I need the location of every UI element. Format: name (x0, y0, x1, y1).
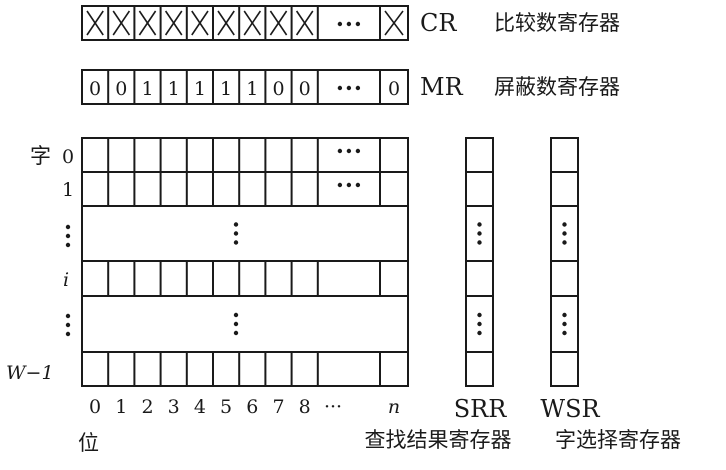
array-row-ellipsis (337, 148, 361, 154)
mr-bit: 0 (89, 78, 101, 100)
bit-index-label: 0 (89, 396, 101, 418)
mr-bit: 1 (246, 78, 258, 100)
cr-cell-cross (112, 10, 131, 36)
cr-cell-cross (164, 10, 183, 36)
mr-bit: 1 (220, 78, 232, 100)
wsr-description: 字选择寄存器 (555, 428, 681, 452)
srr-label: SRR (454, 395, 508, 423)
mr-bit: 1 (194, 78, 206, 100)
mr-bit: 0 (272, 78, 284, 100)
bit-index-label: 5 (220, 396, 232, 418)
mr-bit-last: 0 (388, 78, 400, 100)
bit-index-last: n (388, 396, 400, 418)
cr-ellipsis (337, 21, 361, 27)
bit-index-label: 8 (299, 396, 311, 418)
bit-index-label: 4 (194, 396, 206, 418)
cr-cell-cross (295, 10, 314, 36)
cr-cells (86, 6, 404, 40)
mr-label: MR (420, 73, 464, 101)
srr-description: 查找结果寄存器 (365, 428, 512, 452)
word-label-last: W−1 (6, 362, 54, 384)
bit-axis-label: 位 (78, 431, 99, 455)
cr-cell-cross (384, 10, 404, 36)
memory-array (81, 137, 409, 387)
srr-cells (466, 171, 493, 353)
cr-register-frame (81, 5, 409, 41)
cr-description: 比较数寄存器 (494, 11, 620, 35)
mr-bit: 1 (168, 78, 180, 100)
mr-register-frame (81, 69, 409, 105)
bit-index-ellipsis: ··· (324, 396, 342, 418)
array-vertical-ellipsis (233, 222, 239, 245)
cr-cell-cross (191, 10, 209, 36)
cr-register: CR 比较数寄存器 (81, 5, 620, 41)
word-label-1: 1 (62, 179, 74, 201)
bit-index-label: 1 (115, 396, 127, 418)
wsr-label: WSR (540, 395, 600, 423)
word-label-i: i (63, 269, 69, 291)
bit-index-label: 6 (246, 396, 258, 418)
srr-vertical-ellipsis (477, 222, 482, 245)
wsr-cells (551, 171, 578, 353)
mr-bit: 1 (141, 78, 153, 100)
bit-index-label: 2 (141, 396, 153, 418)
array-vertical-ellipsis (233, 312, 239, 336)
wsr-vertical-ellipsis (562, 222, 567, 245)
wsr-vertical-ellipsis (562, 312, 567, 336)
mr-ellipsis (337, 85, 361, 91)
wsr-register: WSR 字选择寄存器 (540, 137, 681, 452)
array-row-ellipsis (337, 182, 361, 188)
array-cells (82, 138, 408, 386)
srr-vertical-ellipsis (477, 312, 482, 336)
word-vertical-ellipsis-1 (65, 224, 71, 248)
mr-description: 屏蔽数寄存器 (494, 75, 620, 99)
cr-cell-cross (86, 10, 104, 36)
word-prefix-label: 字 (30, 144, 51, 168)
cr-cell-cross (138, 10, 157, 36)
cr-cell-cross (269, 10, 288, 36)
cr-cell-cross (217, 10, 235, 36)
word-labels: 字 0 1 i W−1 (6, 144, 74, 384)
bit-index-label: 7 (272, 396, 284, 418)
bit-index-label: 3 (168, 396, 180, 418)
word-label-0: 0 (62, 146, 74, 168)
cr-cell-cross (243, 10, 262, 36)
cr-label: CR (420, 9, 457, 37)
mr-bit: 0 (115, 78, 127, 100)
word-vertical-ellipsis-2 (65, 313, 71, 337)
mr-bit: 0 (299, 78, 311, 100)
srr-register: SRR 查找结果寄存器 (365, 137, 512, 452)
